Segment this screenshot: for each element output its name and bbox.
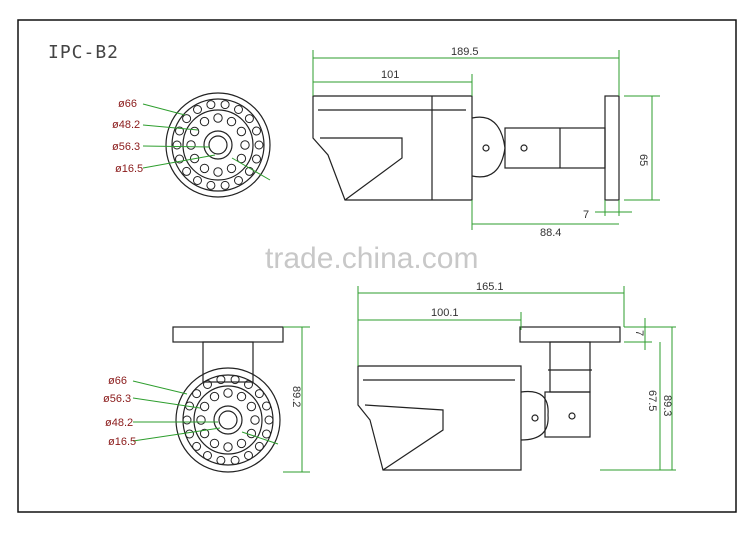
top-front-leaders — [142, 103, 271, 181]
bottom-side-view — [357, 326, 621, 471]
led — [199, 428, 210, 439]
led — [223, 388, 233, 398]
led — [226, 116, 237, 127]
led — [236, 153, 247, 164]
led — [236, 438, 247, 449]
dim-body-length-top: 101 — [381, 69, 399, 81]
dim-overall-length-bottom: 165.1 — [476, 281, 504, 293]
led — [182, 415, 192, 425]
bottom-dia-16-label: ø16.5 — [108, 436, 136, 448]
dim-mount-height-bottom: 67.5 — [646, 390, 658, 411]
model-title: IPC-B2 — [48, 42, 119, 63]
top-dia-56-label: ø56.3 — [112, 141, 140, 153]
led — [189, 153, 200, 164]
bottom-side-dims — [357, 286, 676, 471]
led-ring — [182, 375, 274, 465]
led — [199, 163, 210, 174]
dim-plate-bottom: 7 — [633, 330, 645, 336]
bottom-dia-56-label: ø56.3 — [103, 393, 131, 405]
led — [182, 166, 192, 176]
led — [196, 415, 206, 425]
dim-height-top: 65 — [637, 154, 649, 166]
led — [240, 140, 250, 150]
bottom-front-view — [172, 326, 284, 473]
top-side-view — [312, 95, 620, 201]
led — [182, 114, 192, 124]
led — [185, 429, 194, 439]
led — [206, 100, 216, 110]
dim-overall-length-top: 189.5 — [451, 46, 479, 58]
led — [189, 126, 200, 137]
led — [216, 455, 226, 465]
led — [230, 375, 240, 385]
dim-body-length-bottom: 100.1 — [431, 307, 459, 319]
led — [254, 140, 264, 150]
led — [192, 389, 202, 399]
top-dia-48-label: ø48.2 — [112, 119, 140, 131]
led — [220, 100, 230, 110]
top-dia-66-label: ø66 — [118, 98, 137, 110]
led — [199, 116, 210, 127]
led — [216, 375, 226, 385]
led — [203, 451, 212, 460]
led — [193, 176, 202, 185]
led — [223, 442, 233, 452]
led — [250, 415, 260, 425]
watermark-text: trade.china.com — [265, 242, 478, 275]
led — [236, 391, 247, 402]
led — [264, 415, 274, 425]
led — [209, 391, 220, 402]
led — [254, 441, 264, 451]
led — [226, 163, 237, 174]
led — [209, 438, 220, 449]
dim-bracket-length-top: 88.4 — [540, 227, 561, 239]
dim-front-height-bottom: 89.2 — [290, 386, 302, 407]
led — [203, 380, 212, 389]
led — [252, 154, 261, 164]
top-dia-16-label: ø16.5 — [115, 163, 143, 175]
led — [244, 451, 253, 460]
led — [186, 140, 196, 150]
led — [193, 105, 202, 114]
led — [244, 380, 253, 389]
led — [246, 401, 257, 412]
led — [244, 114, 254, 124]
led — [244, 166, 254, 176]
led — [230, 455, 240, 465]
led — [220, 180, 230, 190]
led — [234, 176, 243, 185]
led — [252, 126, 261, 136]
led — [254, 389, 264, 399]
led — [213, 113, 223, 123]
led — [172, 140, 182, 150]
led — [262, 429, 271, 439]
top-side-dims — [312, 50, 660, 230]
led — [175, 126, 184, 136]
led — [234, 105, 243, 114]
led — [213, 167, 223, 177]
led — [192, 441, 202, 451]
bottom-dia-48-label: ø48.2 — [105, 417, 133, 429]
drawing-border — [17, 19, 737, 513]
led — [175, 154, 184, 164]
led — [199, 401, 210, 412]
bottom-dia-66-label: ø66 — [108, 375, 127, 387]
led-ring — [172, 100, 264, 190]
top-front-view — [165, 92, 271, 198]
bottom-front-leaders — [132, 326, 310, 473]
led — [262, 401, 271, 411]
dim-plate-top: 7 — [583, 209, 589, 221]
dim-total-height-bottom: 89.3 — [661, 395, 673, 416]
led — [206, 180, 216, 190]
led — [236, 126, 247, 137]
